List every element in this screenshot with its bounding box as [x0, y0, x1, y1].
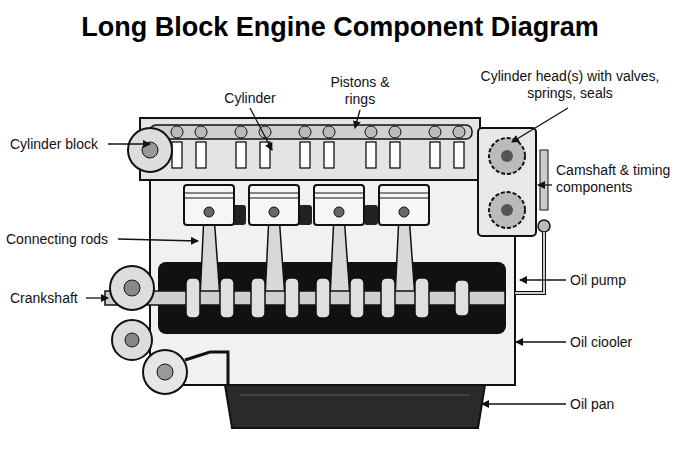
diagram-title: Long Block Engine Component Diagram — [0, 12, 680, 43]
callout-label: Cylinder block — [10, 136, 108, 153]
callout-label: Connecting rods — [6, 231, 118, 248]
leader-line — [86, 108, 568, 404]
callout-label: Cylinder — [205, 90, 295, 107]
callout-label: Oil pump — [570, 272, 670, 289]
callout-label: Crankshaft — [10, 290, 86, 307]
callout-label: Pistons & rings — [318, 74, 402, 108]
callout-label: Cylinder head(s) with valves, springs, s… — [470, 68, 670, 102]
callout-label: Camshaft & timing components — [556, 162, 674, 196]
callout-label: Oil ciooler — [570, 334, 670, 351]
callout-label: Oil pan — [570, 396, 670, 413]
